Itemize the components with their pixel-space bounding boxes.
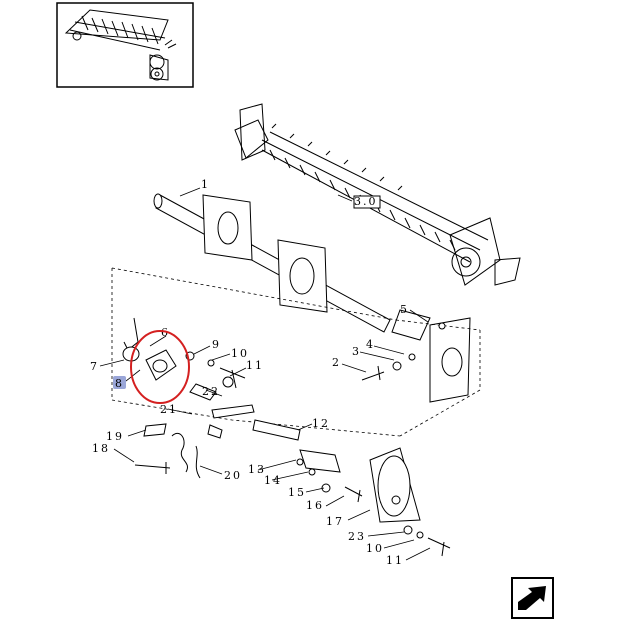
callout-3: 3 [352,345,361,358]
callout-1: 1 [201,178,210,191]
overview-thumbnail [56,2,194,88]
callout-17: 17 [326,515,344,528]
callout-8: 8 [115,377,124,390]
callout-20: 20 [224,469,242,482]
next-page-arrow-icon[interactable] [511,577,554,619]
callout-12: 12 [312,417,330,430]
small-parts [122,317,451,557]
callout-6: 6 [161,326,170,339]
leader-lines [99,187,431,561]
reel-assembly [234,103,521,286]
callout-3-0: 3.0 [354,195,378,208]
callout-18: 18 [92,442,110,455]
assembly-boundary [111,267,481,437]
callout-11b: 11 [386,554,404,567]
callout-15: 15 [288,486,306,499]
callout-10: 10 [231,347,249,360]
callout-4: 4 [366,338,375,351]
callout-7: 7 [90,360,99,373]
highlight-circle-part-8 [130,330,190,404]
callout-9: 9 [212,338,221,351]
callout-2: 2 [332,356,341,369]
callout-19: 19 [106,430,124,443]
callout-13: 13 [248,463,266,476]
callout-14: 14 [264,474,282,487]
callout-23: 23 [348,530,366,543]
main-shaft [153,193,471,403]
callout-16: 16 [306,499,324,512]
callout-21: 21 [160,403,178,416]
callout-8-highlight [113,376,126,389]
callout-22: 22 [202,385,220,398]
callout-5: 5 [400,303,409,316]
callout-10b: 10 [366,542,384,555]
callout-11: 11 [246,359,264,372]
callout-labels: 1 3.0 5 2 3 4 6 7 8 9 10 11 21 22 12 19 … [90,178,409,567]
